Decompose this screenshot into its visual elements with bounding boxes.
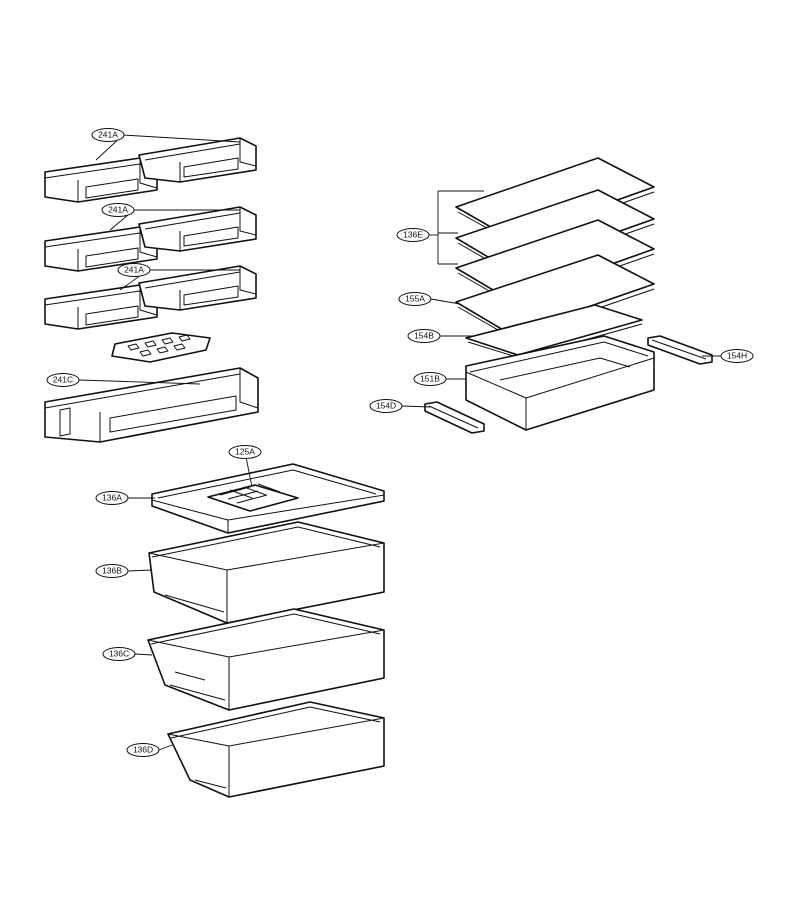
label-155a: 155A (398, 292, 432, 306)
drawer-rail-left (424, 401, 485, 434)
label-text-241a-lower: 241A (124, 264, 144, 274)
label-136e: 136E (396, 228, 430, 242)
label-text-155a: 155A (405, 293, 425, 303)
label-text-154d: 154D (376, 400, 396, 410)
label-136c: 136C (102, 647, 136, 661)
label-text-241a-upper: 241A (98, 129, 118, 139)
meat-drawer (465, 335, 655, 431)
door-bin-pair-lower (44, 265, 257, 330)
label-154h: 154H (720, 349, 754, 363)
label-151b: 151B (413, 372, 447, 386)
label-241a-upper: 241A (91, 128, 125, 142)
label-125a: 125A (228, 445, 262, 459)
door-bin-pair-middle (44, 206, 257, 272)
label-text-151b: 151B (420, 373, 440, 383)
crisper-drawer-c (147, 608, 385, 711)
egg-tray-door (111, 332, 211, 363)
label-text-136a: 136A (102, 492, 122, 502)
label-text-125a: 125A (235, 446, 255, 456)
label-136d: 136D (126, 743, 160, 757)
crisper-drawer-d (167, 701, 385, 798)
label-text-154b: 154B (414, 330, 434, 340)
label-241c: 241C (46, 373, 80, 387)
label-text-136b: 136B (102, 565, 122, 575)
label-text-241a-middle: 241A (108, 204, 128, 214)
crisper-drawer-b (148, 521, 385, 624)
label-text-241c: 241C (53, 374, 73, 384)
label-241a-lower: 241A (117, 263, 151, 277)
door-bin-pair-upper (44, 137, 257, 203)
glass-shelf-stack (455, 157, 655, 339)
label-136a: 136A (95, 491, 129, 505)
label-text-136c: 136C (109, 648, 129, 658)
label-154d: 154D (369, 399, 403, 413)
label-154b: 154B (407, 329, 441, 343)
label-text-154h: 154H (727, 350, 747, 360)
shelf-drawer-with-egg-tray (151, 463, 385, 534)
drawer-rail-right (647, 335, 713, 365)
label-136b: 136B (95, 564, 129, 578)
label-241a-middle: 241A (101, 203, 135, 217)
label-text-136d: 136D (133, 744, 153, 754)
door-bin-large (44, 367, 259, 443)
label-text-136e: 136E (403, 229, 423, 239)
